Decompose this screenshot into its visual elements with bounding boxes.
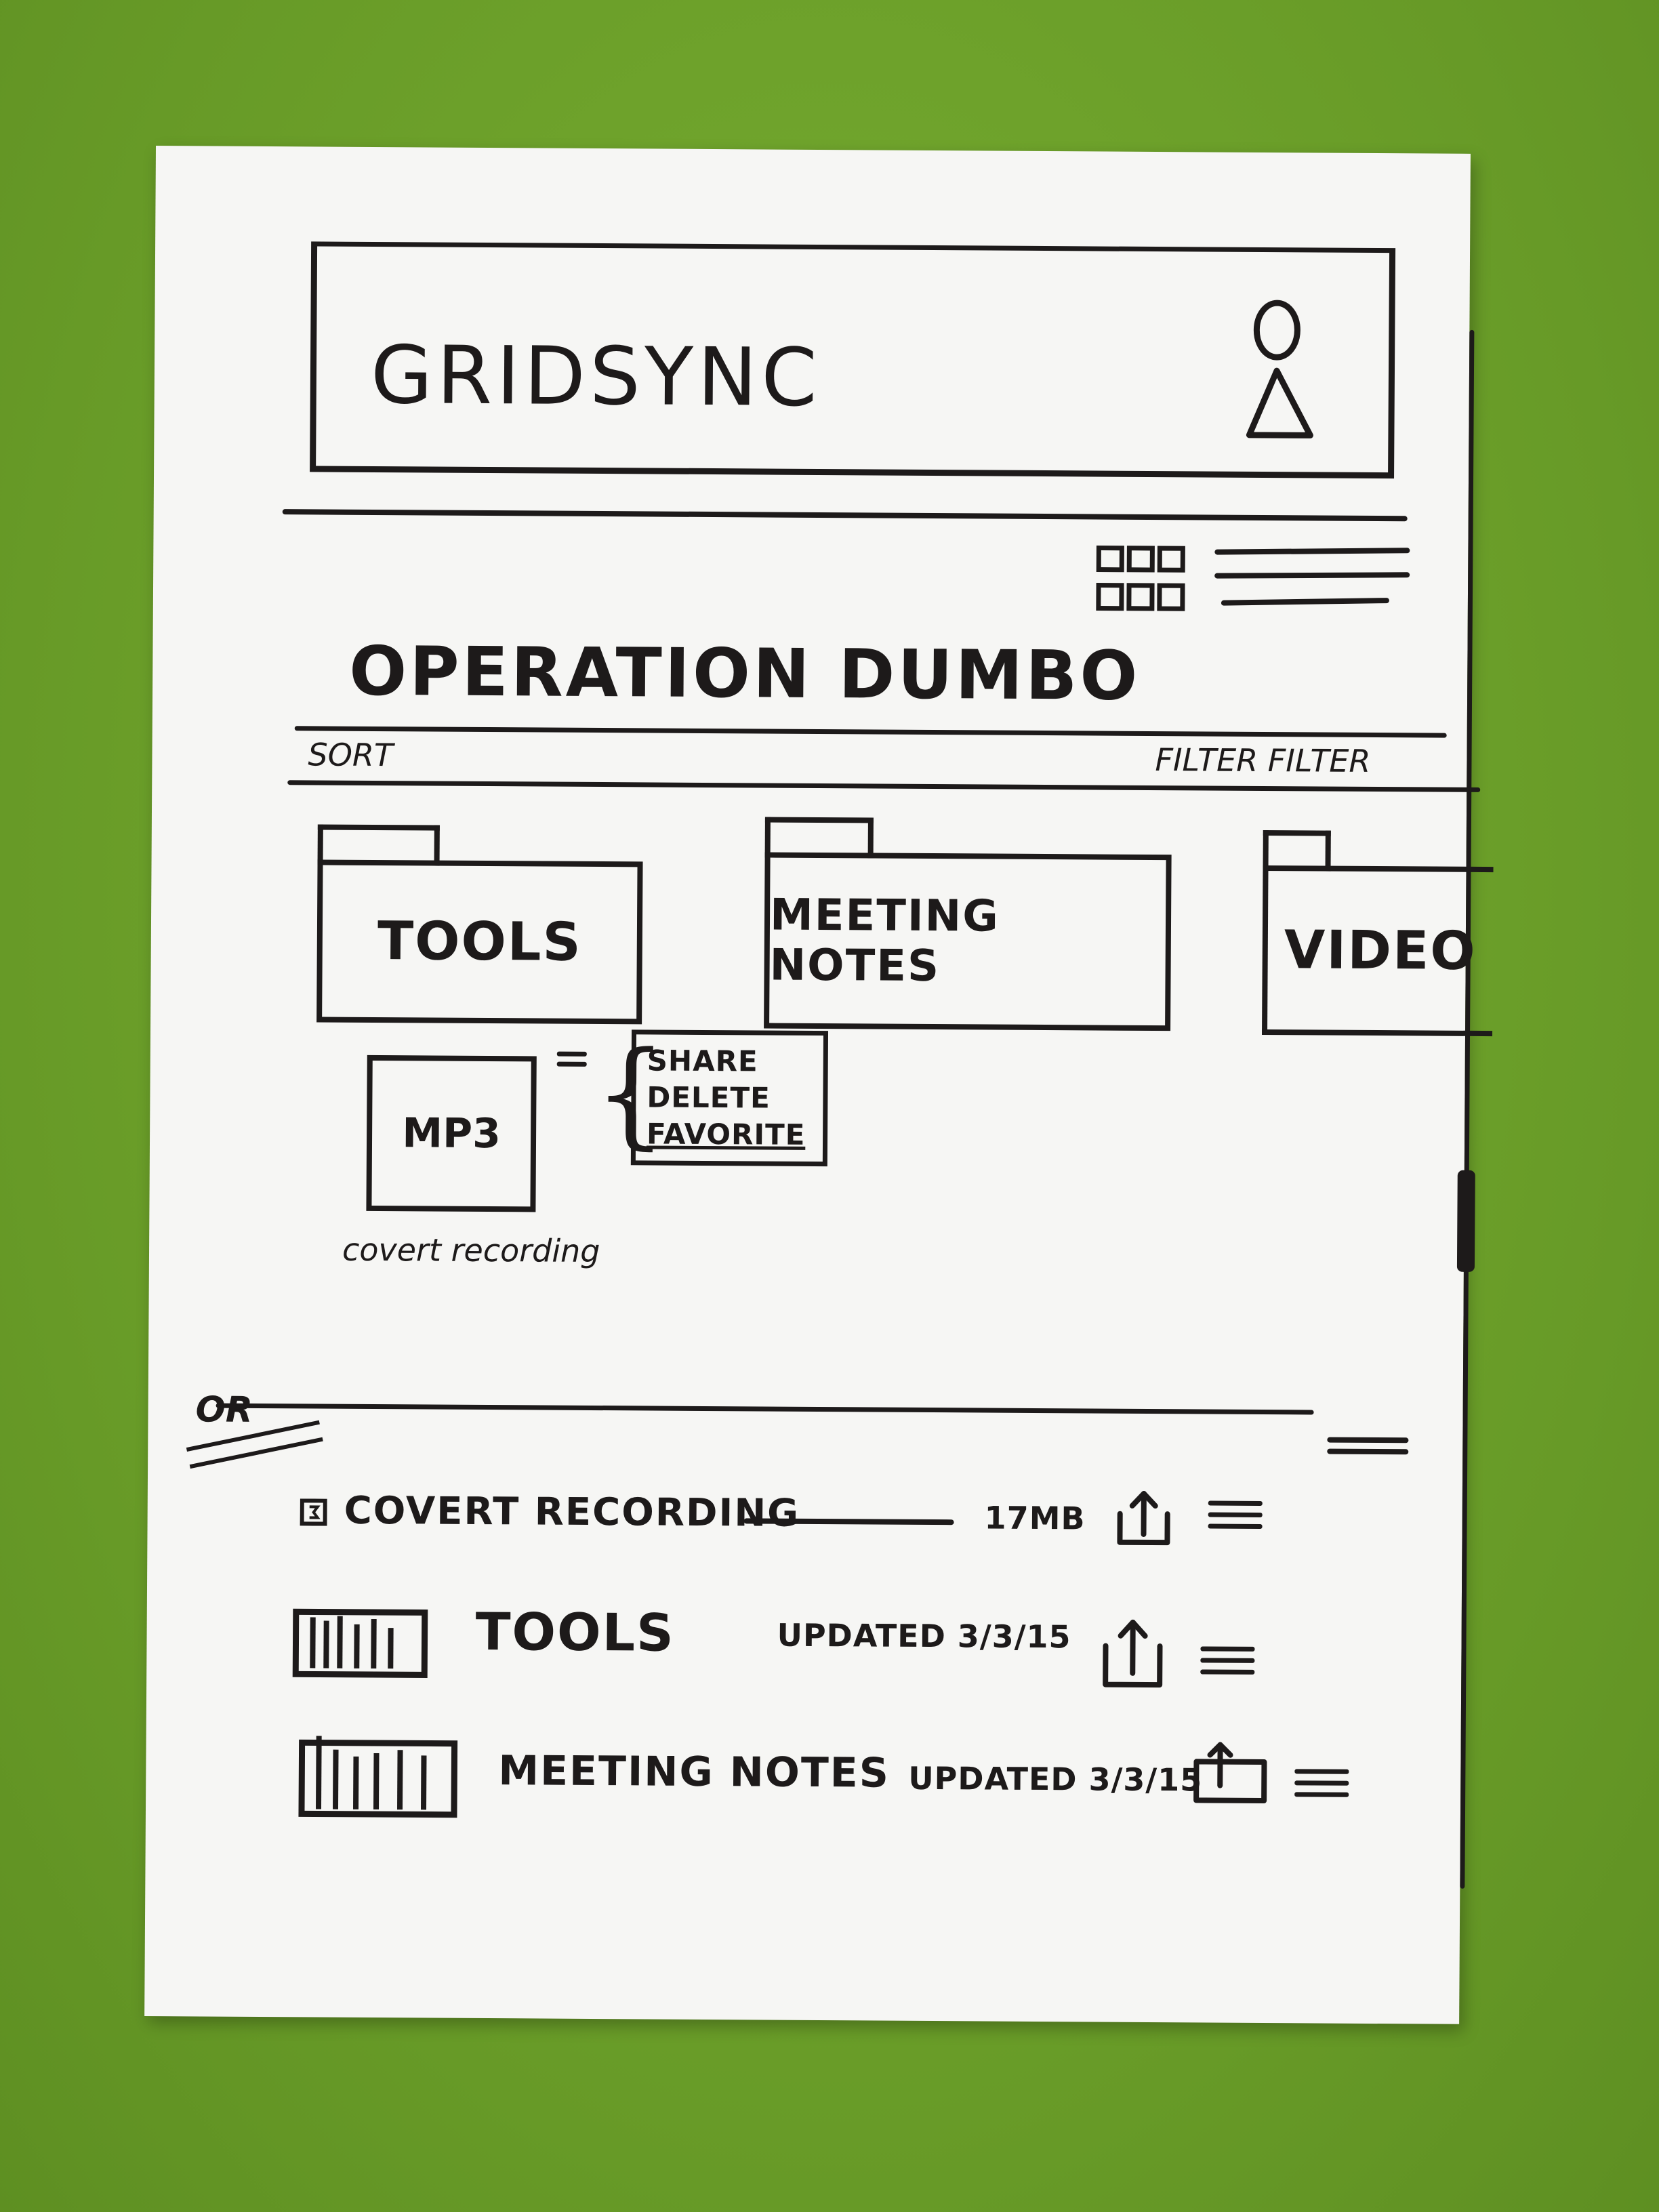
folder-label: VIDEO [1284, 920, 1477, 982]
app-brand[interactable]: GRIDSYNC [370, 327, 822, 425]
folder-body: VIDEO [1262, 865, 1494, 1037]
filter-button[interactable]: FILTER FILTER [1155, 741, 1371, 779]
header-divider [282, 509, 1408, 522]
sort-button[interactable]: SORT [308, 736, 394, 774]
row-menu-icon[interactable] [1200, 1646, 1255, 1681]
underline-stroke [189, 1437, 323, 1469]
file-type-label: MP3 [402, 1109, 501, 1158]
context-menu: SHARE DELETE FAVORITE [630, 1029, 829, 1167]
list-item-meeting-notes[interactable]: MEETING NOTES UPDATED 3/3/15 [146, 1711, 1461, 1835]
share-icon[interactable] [1113, 1487, 1174, 1549]
page-title: OPERATION DUMBO [348, 631, 1141, 716]
or-label: OR [195, 1389, 253, 1431]
list-item-name: TOOLS [475, 1601, 676, 1663]
section-divider [216, 1403, 1314, 1415]
grid-view-icon[interactable] [1095, 544, 1191, 619]
share-icon[interactable] [1189, 1738, 1271, 1806]
list-item-tools[interactable]: TOOLS UPDATED 3/3/15 [146, 1576, 1462, 1699]
folder-body: MEETING NOTES [764, 852, 1172, 1031]
app-header: GRIDSYNC [310, 241, 1396, 479]
scrollbar-track[interactable] [1460, 329, 1475, 1889]
list-menu-icon[interactable] [1327, 1437, 1409, 1461]
list-item-name: COVERT RECORDING [344, 1488, 800, 1536]
folder-label: MEETING NOTES [769, 890, 1000, 992]
title-divider [294, 726, 1447, 738]
row-menu-icon[interactable] [1294, 1769, 1349, 1803]
folder-label: TOOLS [377, 911, 582, 973]
user-avatar-icon[interactable] [1239, 300, 1314, 443]
file-menu-icon[interactable] [556, 1051, 587, 1072]
menu-item-share[interactable]: SHARE [647, 1044, 758, 1078]
file-tile-caption: covert recording [342, 1231, 600, 1270]
list-item-name: MEETING NOTES [498, 1747, 890, 1797]
folder-body: TOOLS [316, 859, 643, 1025]
folder-icon [292, 1608, 428, 1678]
list-view-icon[interactable] [1210, 546, 1414, 615]
folder-tile-video[interactable]: VIDEO [1262, 830, 1494, 1037]
menu-item-favorite[interactable]: FAVORITE [646, 1117, 806, 1151]
file-tile-mp3[interactable]: MP3 [366, 1054, 537, 1212]
updated-date: UPDATED 3/3/15 [777, 1616, 1071, 1656]
folder-icon [298, 1736, 458, 1818]
scrollbar-thumb[interactable] [1456, 1170, 1475, 1272]
row-menu-icon[interactable] [1208, 1500, 1263, 1536]
share-icon[interactable] [1099, 1616, 1167, 1691]
folder-tile-meeting-notes[interactable]: MEETING NOTES [764, 817, 1172, 1031]
list-item-covert-recording[interactable]: COVERT RECORDING 17MB [147, 1474, 1462, 1597]
controls-divider [287, 780, 1481, 792]
folder-tile-tools[interactable]: TOOLS [316, 824, 643, 1025]
menu-item-delete[interactable]: DELETE [647, 1080, 771, 1115]
audio-file-icon [300, 1498, 327, 1526]
file-size: 17MB [984, 1499, 1086, 1537]
sketch-page: GRIDSYNC OPERATION DUMBO SORT FILTER FIL… [144, 146, 1494, 2024]
updated-date: UPDATED 3/3/15 [908, 1759, 1203, 1799]
